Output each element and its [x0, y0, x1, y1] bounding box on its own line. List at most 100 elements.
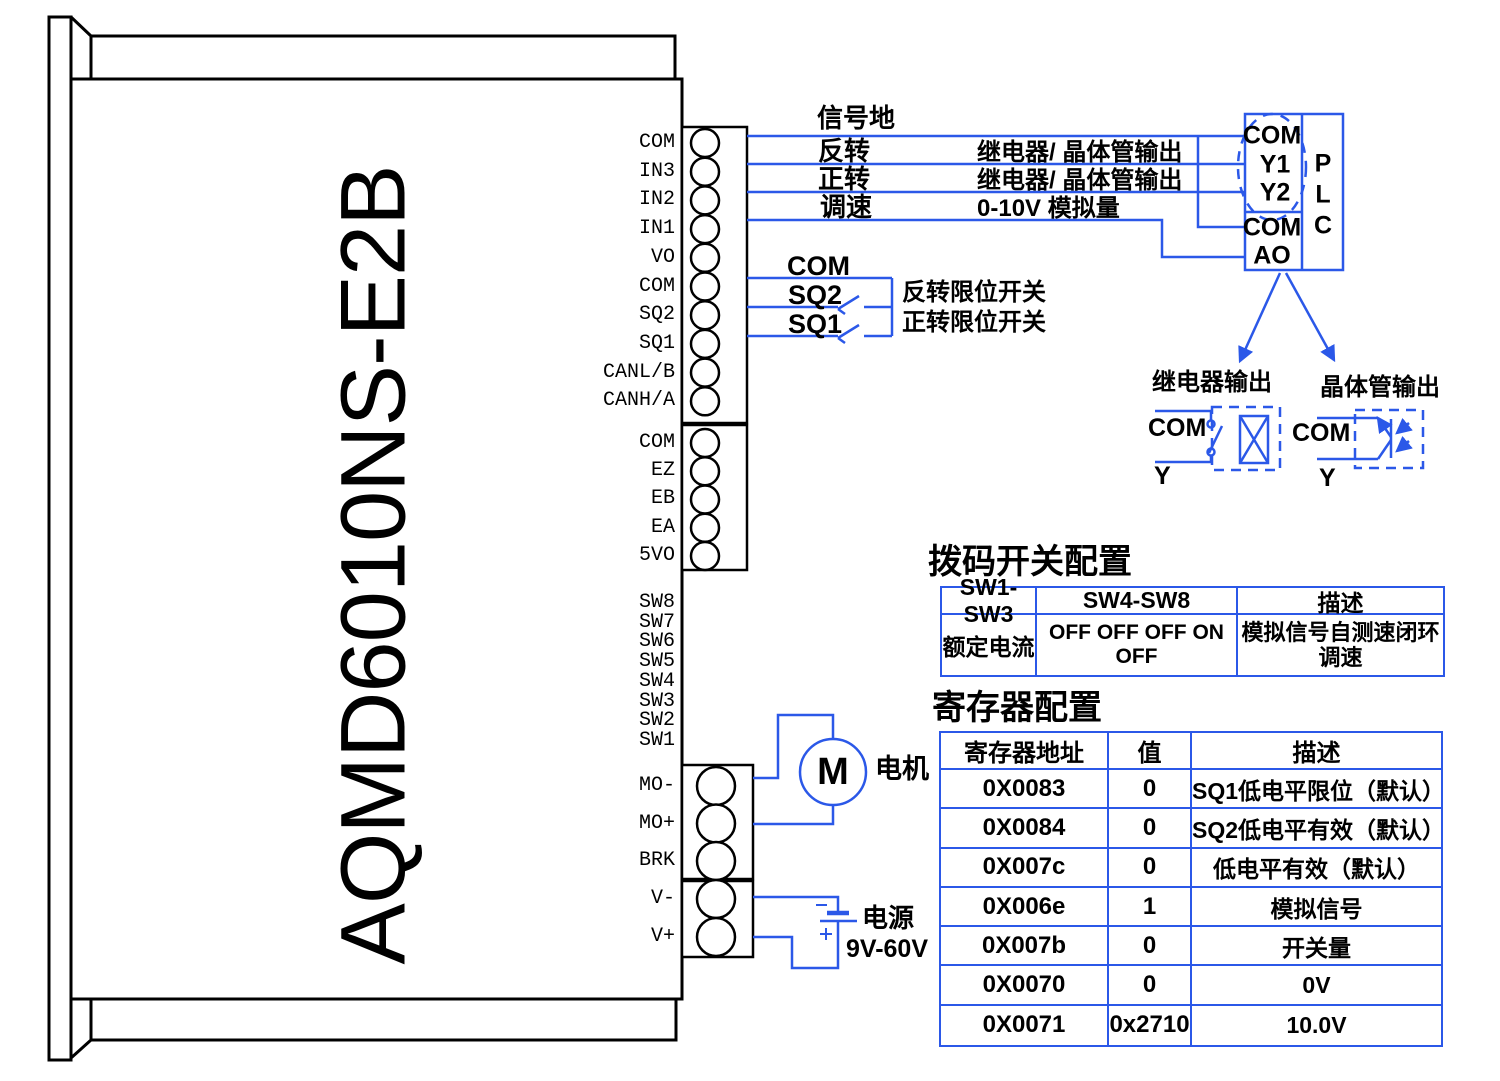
reg-row-value: 0	[1109, 966, 1192, 1006]
label-analog-range: 0-10V 模拟量	[977, 195, 1120, 222]
dip-header-sw4-sw8: SW4-SW8	[1037, 587, 1238, 615]
reg-row-address: 0X0083	[941, 770, 1109, 810]
device-model: AQMD6010NS-E2B	[322, 165, 425, 965]
wire-v-plus	[753, 921, 840, 970]
arrow-to-transistor-output	[1284, 272, 1336, 363]
pin-label-sw3: SW3	[638, 690, 675, 713]
pin-label-canha: CANH/A	[602, 389, 675, 412]
pin-label-com1: COM	[638, 131, 675, 154]
motor-symbol	[798, 737, 868, 807]
chassis-body	[69, 77, 684, 1001]
reg-row-address: 0X006e	[941, 887, 1109, 928]
relay-output-title: 继电器输出	[1152, 369, 1272, 396]
reg-header-address: 寄存器地址	[941, 733, 1109, 770]
reg-header-value: 值	[1109, 733, 1192, 770]
reg-row-desc: 低电平有效（默认）	[1192, 849, 1441, 888]
chassis-bottom-bar	[89, 997, 678, 1042]
label-forward: 正转	[818, 164, 871, 194]
transistor-dashed-box	[1353, 408, 1425, 470]
transistor-output-title: 晶体管输出	[1320, 374, 1440, 401]
wire-v-minus	[753, 895, 840, 913]
pin-label-sw8: SW8	[638, 591, 675, 614]
wire-ground-branch	[1196, 136, 1245, 229]
reg-row-value: 0x2710	[1109, 1005, 1192, 1046]
register-table-title: 寄存器配置	[932, 689, 1102, 727]
pin-label-mo-plus: MO+	[638, 812, 675, 835]
chassis-top-bar	[89, 34, 677, 81]
reg-row-value: 1	[1109, 887, 1192, 928]
plc-box	[1236, 112, 1345, 272]
plc-terminal-y1: Y1	[1259, 150, 1291, 179]
relay-coil-box	[1238, 414, 1270, 465]
relay-output-circuit	[1155, 405, 1282, 472]
transistor-light-arrow-2	[1395, 435, 1413, 453]
pin-label-sw5: SW5	[638, 650, 675, 673]
label-forward-limit-switch: 正转限位开关	[902, 309, 1046, 336]
wire-mo-plus	[753, 805, 835, 826]
reg-row-desc: 模拟信号	[1192, 888, 1441, 928]
register-table: 寄存器地址 值 描述 0X0083 0 SQ1低电平限位（默认） 0X0084 …	[939, 731, 1445, 1048]
plc-letter-p: P	[1314, 149, 1332, 178]
pin-label-sw2: SW2	[638, 709, 675, 732]
label-reverse-limit-switch: 反转限位开关	[902, 279, 1046, 306]
plc-output-group-ellipse	[1236, 112, 1308, 222]
label-reverse: 反转	[818, 136, 871, 166]
reg-row-value: 0	[1109, 848, 1192, 888]
pin-label-mo-minus: MO-	[638, 774, 675, 797]
pin-label-canlb: CANL/B	[602, 361, 675, 384]
pin-label-in3: IN3	[638, 160, 675, 183]
pin-label-v-plus: V+	[650, 925, 675, 948]
label-limit-com: COM	[787, 251, 850, 281]
plc-outline	[1243, 112, 1345, 272]
transistor-emitter	[1376, 439, 1393, 460]
pin-label-sq2: SQ2	[638, 303, 675, 326]
pin-label-vo: VO	[650, 246, 675, 269]
reg-header-desc: 描述	[1192, 733, 1441, 770]
pin-label-sw7: SW7	[638, 611, 675, 634]
plc-letter-c: C	[1313, 211, 1333, 240]
label-speed: 调速	[820, 192, 873, 222]
label-limit-sq2: SQ2	[788, 280, 843, 310]
plc-terminal-com-upper: COM	[1242, 121, 1302, 150]
dip-cell-switch-states: OFF OFF OFF ON OFF	[1037, 615, 1238, 675]
motor-symbol-letter: M	[817, 751, 849, 794]
plc-terminal-ao: AO	[1253, 241, 1291, 270]
transistor-light-arrow-1	[1395, 417, 1413, 435]
pin-label-eb: EB	[650, 487, 675, 510]
sq2-switch-contact	[837, 294, 860, 316]
relay-com-label: COM	[1148, 414, 1207, 442]
pin-label-in1: IN1	[638, 217, 675, 240]
relay-switch-lever	[1207, 425, 1224, 454]
battery-symbol	[816, 904, 857, 940]
pin-label-5vo: 5VO	[638, 544, 675, 567]
pin-label-sw4: SW4	[638, 670, 675, 693]
reg-row-address: 0X007c	[941, 848, 1109, 888]
reg-row-address: 0X0084	[941, 809, 1109, 849]
output-type-arrows	[1238, 272, 1336, 364]
chassis-top-bevel	[69, 15, 93, 38]
battery-plus-sign	[820, 928, 832, 940]
dip-switch-table: SW1-SW3 SW4-SW8 描述 额定电流 OFF OFF OFF ON O…	[940, 574, 1445, 677]
reg-row-value: 0	[1109, 770, 1192, 810]
transistor-collector	[1376, 415, 1393, 438]
reg-row-desc: 10.0V	[1286, 1011, 1347, 1038]
pin-label-in2: IN2	[638, 188, 675, 211]
reg-row-value: 0	[1109, 809, 1192, 849]
relay-y-label: Y	[1154, 462, 1171, 490]
arrow-to-relay-output	[1238, 272, 1282, 364]
relay-dashed-box	[1210, 405, 1282, 472]
reg-row-desc: 0V	[1192, 966, 1441, 1006]
dip-header-desc: 描述	[1238, 588, 1443, 616]
transistor-com-label: COM	[1292, 419, 1351, 447]
reg-row-desc: SQ1低电平限位（默认）	[1192, 770, 1445, 810]
chassis-bottom-bevel	[69, 1038, 93, 1060]
dip-table-title: 拨码开关配置	[928, 543, 1132, 581]
pin-label-v-minus: V-	[650, 887, 675, 910]
label-forward-output-type: 继电器/ 晶体管输出	[977, 167, 1183, 194]
power-range-label: 9V-60V	[846, 935, 929, 963]
reg-row-value: 0	[1109, 927, 1192, 967]
label-limit-sq1: SQ1	[788, 309, 843, 339]
chassis-left-flange	[47, 15, 73, 1062]
dip-cell-current: 额定电流	[942, 615, 1037, 675]
